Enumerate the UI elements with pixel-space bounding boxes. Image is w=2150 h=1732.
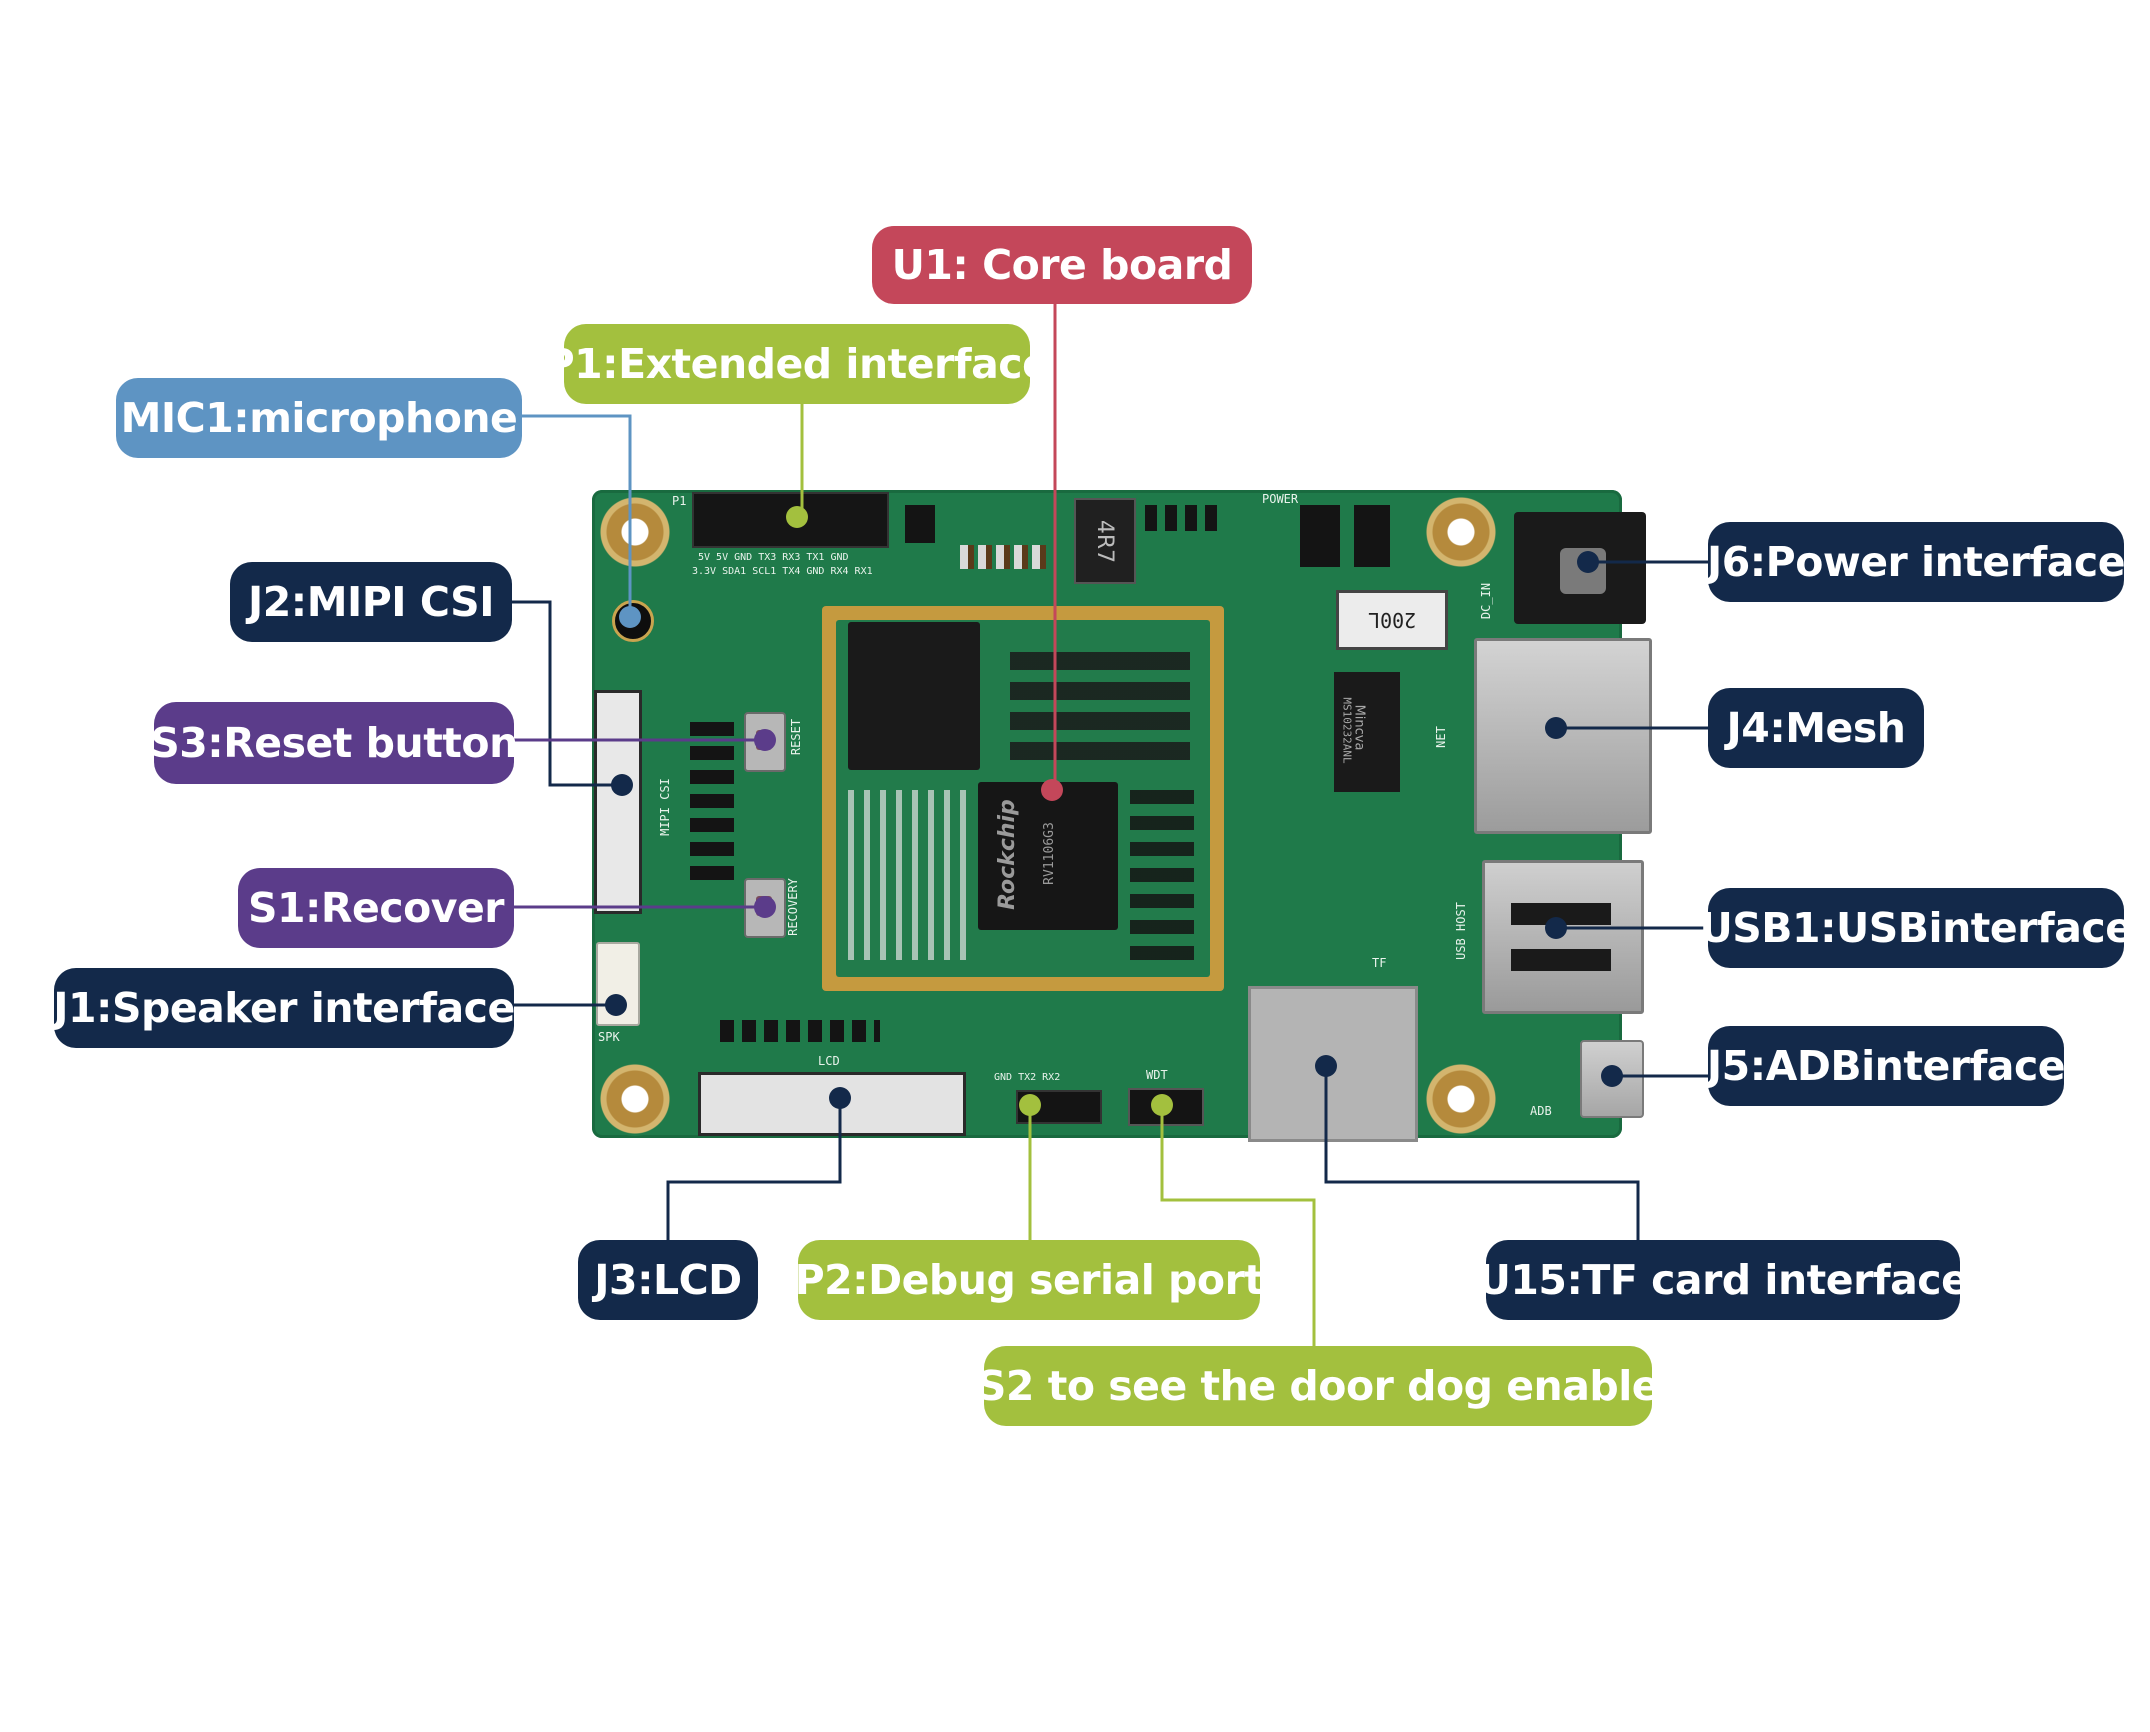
net-silk: NET bbox=[1433, 726, 1448, 748]
dot-reset-button bbox=[754, 729, 776, 751]
smd-cluster bbox=[1354, 505, 1390, 567]
mipi-csi-passives bbox=[690, 720, 734, 880]
smd-cluster bbox=[905, 505, 935, 543]
dot-usb bbox=[1545, 917, 1567, 939]
label-usb-interface: USB1:USBinterface bbox=[1699, 888, 2133, 968]
label-core-board: U1: Core board bbox=[872, 226, 1252, 304]
lcd-passives bbox=[720, 1020, 880, 1042]
mipi-csi-connector bbox=[594, 690, 642, 914]
core-board-passives bbox=[848, 790, 966, 960]
label-mipi-csi: J2:MIPI CSI bbox=[230, 562, 512, 642]
p1-silk: P1 bbox=[672, 494, 687, 508]
p1-pin-labels-top: 5V 5V GND TX3 RX3 TX1 GND bbox=[698, 552, 849, 563]
tf-silk: TF bbox=[1372, 956, 1387, 970]
core-board-passives bbox=[1130, 780, 1194, 960]
wdt-silk: WDT bbox=[1146, 1068, 1168, 1082]
mounting-hole bbox=[598, 1062, 672, 1136]
main-soc-chip: Rockchip RV1106G3 bbox=[978, 782, 1118, 930]
p1-pin-labels-bottom: 3.3V SDA1 SCL1 TX4 GND RX4 RX1 bbox=[692, 566, 873, 577]
inductor: 4R7 bbox=[1074, 498, 1136, 584]
usb-tongue bbox=[1511, 903, 1611, 925]
adb-silk: ADB bbox=[1530, 1104, 1552, 1118]
dot-recover bbox=[754, 896, 776, 918]
dot-speaker bbox=[605, 994, 627, 1016]
label-lcd: J3:LCD bbox=[578, 1240, 758, 1320]
dot-debug bbox=[1019, 1094, 1041, 1116]
label-watchdog: S2 to see the door dog enable bbox=[977, 1346, 1660, 1426]
soc-model: RV1106G3 bbox=[1041, 822, 1057, 885]
dot-adb bbox=[1601, 1065, 1623, 1087]
label-tf-card: U15:TF card interface bbox=[1478, 1240, 1969, 1320]
recovery-silk: RECOVERY bbox=[785, 878, 800, 936]
smd-cluster bbox=[960, 545, 1050, 569]
transformer-brand: Mincva bbox=[1351, 704, 1367, 751]
label-recover: S1:Recover bbox=[238, 868, 514, 948]
label-adb-interface: J5:ADBinterface bbox=[1707, 1026, 2066, 1106]
transformer-model: MS10232ANL bbox=[1340, 697, 1354, 764]
mounting-hole bbox=[1424, 1062, 1498, 1136]
fuse-text: 200L bbox=[1367, 608, 1417, 632]
dot-tf-card bbox=[1315, 1055, 1337, 1077]
label-power-interface: J6:Power interface bbox=[1707, 522, 2126, 602]
dot-microphone bbox=[619, 606, 641, 628]
label-microphone: MIC1:microphone bbox=[116, 378, 522, 458]
lcd-silk: LCD bbox=[818, 1054, 840, 1068]
dot-extended-interface bbox=[786, 506, 808, 528]
usb-port bbox=[1482, 860, 1644, 1014]
label-speaker-interface: J1:Speaker interface bbox=[53, 968, 515, 1048]
ethernet-transformer: Mincva MS10232ANL bbox=[1334, 672, 1400, 792]
soc-brand: Rockchip bbox=[994, 799, 1020, 910]
mounting-hole bbox=[598, 495, 672, 569]
label-reset-button: S3:Reset button bbox=[150, 702, 518, 784]
memory-chip bbox=[848, 622, 980, 770]
fuse: 200L bbox=[1336, 590, 1448, 650]
dot-watchdog bbox=[1151, 1094, 1173, 1116]
mipi-csi-silk: MIPI CSI bbox=[657, 778, 672, 836]
mounting-hole bbox=[1424, 495, 1498, 569]
spk-silk: SPK bbox=[598, 1030, 620, 1044]
label-mesh: J4:Mesh bbox=[1708, 688, 1924, 768]
usb-host-silk: USB HOST bbox=[1453, 902, 1468, 960]
reset-silk: RESET bbox=[789, 718, 804, 756]
label-debug-serial: P2:Debug serial port bbox=[795, 1240, 1264, 1320]
smd-cluster bbox=[1300, 505, 1340, 567]
smd-cluster bbox=[1145, 505, 1225, 531]
dot-mesh bbox=[1545, 717, 1567, 739]
dot-power bbox=[1577, 551, 1599, 573]
dot-lcd bbox=[829, 1087, 851, 1109]
usb-tongue bbox=[1511, 949, 1611, 971]
dot-mipi-csi bbox=[611, 774, 633, 796]
power-silk: POWER bbox=[1262, 492, 1299, 506]
dc-in-silk: DC_IN bbox=[1479, 582, 1494, 620]
label-extended-interface: P1:Extended interface bbox=[545, 324, 1050, 404]
inductor-text: 4R7 bbox=[1092, 519, 1118, 563]
core-board-passives bbox=[1010, 650, 1190, 760]
dot-core-board bbox=[1041, 779, 1063, 801]
debug-pins-silk: GND TX2 RX2 bbox=[994, 1072, 1061, 1083]
